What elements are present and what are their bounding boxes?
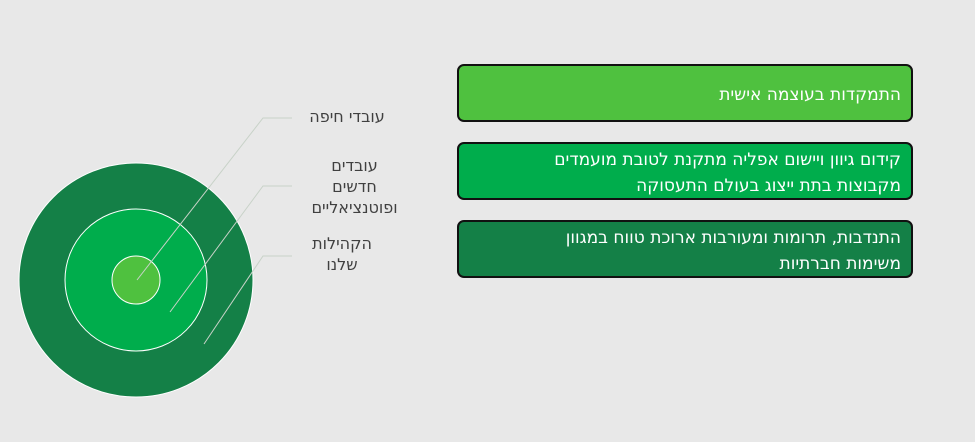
box-personal-empowerment: התמקדות בעוצמה אישית: [457, 64, 913, 122]
inner-circle-haifa-employees: [111, 255, 161, 305]
leader-line-communities: [203, 255, 292, 345]
leader-line-haifa-employees: [136, 117, 292, 281]
box-diversity-promotion: קידום גיוון ויישום אפליה מתקנת לטובת מוע…: [457, 142, 913, 200]
label-communities: הקהילות שלנו: [312, 234, 372, 274]
label-haifa-employees: עובדי חיפה: [309, 107, 385, 126]
label-new-employees: עובדים חדשים ופוטנציאליים: [311, 156, 398, 217]
box-volunteering: התנדבות, תרומות ומעורבות ארוכת טווח במגו…: [457, 220, 913, 278]
leader-line-new-employees: [169, 185, 292, 313]
